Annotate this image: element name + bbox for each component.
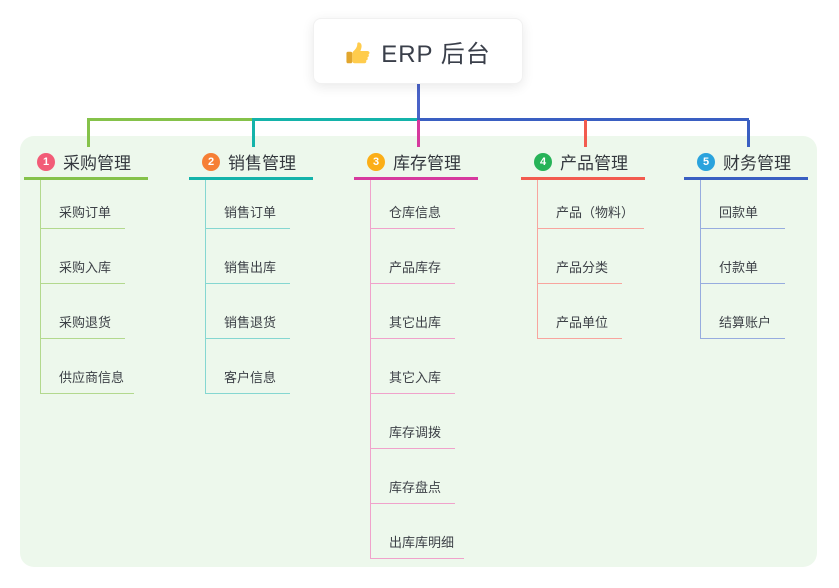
child-node-label: 付款单 — [719, 260, 759, 275]
branch-children: 销售订单销售出库销售退货客户信息 — [205, 180, 313, 394]
branch-node-5[interactable]: 5 财务管理 — [684, 146, 808, 180]
child-node[interactable]: 产品单位 — [538, 284, 622, 339]
branch-drop-line — [417, 120, 420, 147]
child-node-label: 客户信息 — [224, 370, 277, 385]
child-node-label: 产品分类 — [556, 260, 609, 275]
child-node[interactable]: 销售退货 — [206, 284, 290, 339]
child-node[interactable]: 其它出库 — [371, 284, 455, 339]
root-node-erp[interactable]: ERP 后台 — [313, 18, 523, 84]
child-node-label: 库存盘点 — [389, 480, 442, 495]
child-node-label: 销售出库 — [224, 260, 277, 275]
child-node[interactable]: 其它入库 — [371, 339, 455, 394]
child-node[interactable]: 库存盘点 — [371, 449, 455, 504]
child-node[interactable]: 仓库信息 — [371, 180, 455, 229]
branch-column-3: 3 库存管理仓库信息产品库存其它出库其它入库库存调拨库存盘点出库库明细 — [354, 146, 478, 559]
child-node-label: 产品单位 — [556, 315, 609, 330]
branch-number-badge: 5 — [697, 152, 715, 171]
branch-node-3[interactable]: 3 库存管理 — [354, 146, 478, 180]
child-node-label: 库存调拨 — [389, 425, 442, 440]
child-node[interactable]: 付款单 — [701, 229, 785, 284]
child-node[interactable]: 出库库明细 — [371, 504, 465, 559]
branch-number-badge: 1 — [37, 152, 55, 171]
branch-title: 库存管理 — [393, 154, 461, 173]
branch-children: 产品（物料） 产品分类产品单位 — [537, 180, 645, 339]
child-node[interactable]: 销售订单 — [206, 180, 290, 229]
root-node-label: ERP 后台 — [381, 40, 491, 68]
child-node-label: 供应商信息 — [59, 370, 125, 385]
child-node[interactable]: 产品分类 — [538, 229, 622, 284]
trunk-segment — [87, 118, 254, 121]
branch-number-badge: 2 — [202, 152, 220, 171]
trunk-segment — [417, 118, 586, 121]
branch-column-1: 1 采购管理采购订单采购入库采购退货供应商信息 — [24, 146, 148, 394]
branch-children: 回款单付款单结算账户 — [700, 180, 808, 339]
trunk-segment — [584, 118, 749, 121]
child-node[interactable]: 回款单 — [701, 180, 785, 229]
child-node[interactable]: 采购订单 — [41, 180, 125, 229]
branch-children: 仓库信息产品库存其它出库其它入库库存调拨库存盘点出库库明细 — [370, 180, 478, 559]
branch-drop-line — [252, 120, 255, 147]
child-node-label: 产品（物料） — [556, 205, 635, 220]
child-node-label: 其它出库 — [389, 315, 442, 330]
branch-drop-line — [584, 120, 587, 147]
branch-node-2[interactable]: 2 销售管理 — [189, 146, 313, 180]
trunk-segment — [252, 118, 419, 121]
child-node-label: 出库库明细 — [389, 535, 455, 550]
child-node-label: 回款单 — [719, 205, 759, 220]
child-node[interactable]: 客户信息 — [206, 339, 290, 394]
child-node-label: 产品库存 — [389, 260, 442, 275]
branch-node-4[interactable]: 4 产品管理 — [521, 146, 645, 180]
child-node-label: 采购退货 — [59, 315, 112, 330]
child-node[interactable]: 供应商信息 — [41, 339, 135, 394]
child-node-label: 仓库信息 — [389, 205, 442, 220]
child-node-label: 采购入库 — [59, 260, 112, 275]
root-connector-line — [417, 84, 420, 121]
branch-column-4: 4 产品管理产品（物料） 产品分类产品单位 — [521, 146, 645, 339]
branch-title: 产品管理 — [560, 154, 628, 173]
branch-drop-line — [747, 120, 750, 147]
branch-title: 财务管理 — [723, 154, 791, 173]
child-node[interactable]: 产品（物料） — [538, 180, 645, 229]
child-node[interactable]: 采购入库 — [41, 229, 125, 284]
thumbs-up-icon — [345, 38, 371, 64]
branch-children: 采购订单采购入库采购退货供应商信息 — [40, 180, 148, 394]
branch-number-badge: 3 — [367, 152, 385, 171]
child-node-label: 销售订单 — [224, 205, 277, 220]
branch-title: 销售管理 — [228, 154, 296, 173]
child-node-label: 结算账户 — [719, 315, 772, 330]
branch-column-2: 2 销售管理销售订单销售出库销售退货客户信息 — [189, 146, 313, 394]
mindmap-canvas — [20, 136, 817, 567]
child-node-label: 其它入库 — [389, 370, 442, 385]
child-node[interactable]: 采购退货 — [41, 284, 125, 339]
branch-column-5: 5 财务管理回款单付款单结算账户 — [684, 146, 808, 339]
branch-title: 采购管理 — [63, 154, 131, 173]
child-node[interactable]: 结算账户 — [701, 284, 785, 339]
child-node-label: 销售退货 — [224, 315, 277, 330]
child-node[interactable]: 销售出库 — [206, 229, 290, 284]
child-node[interactable]: 产品库存 — [371, 229, 455, 284]
child-node-label: 采购订单 — [59, 205, 112, 220]
branch-drop-line — [87, 120, 90, 147]
branch-node-1[interactable]: 1 采购管理 — [24, 146, 148, 180]
branch-number-badge: 4 — [534, 152, 552, 171]
child-node[interactable]: 库存调拨 — [371, 394, 455, 449]
